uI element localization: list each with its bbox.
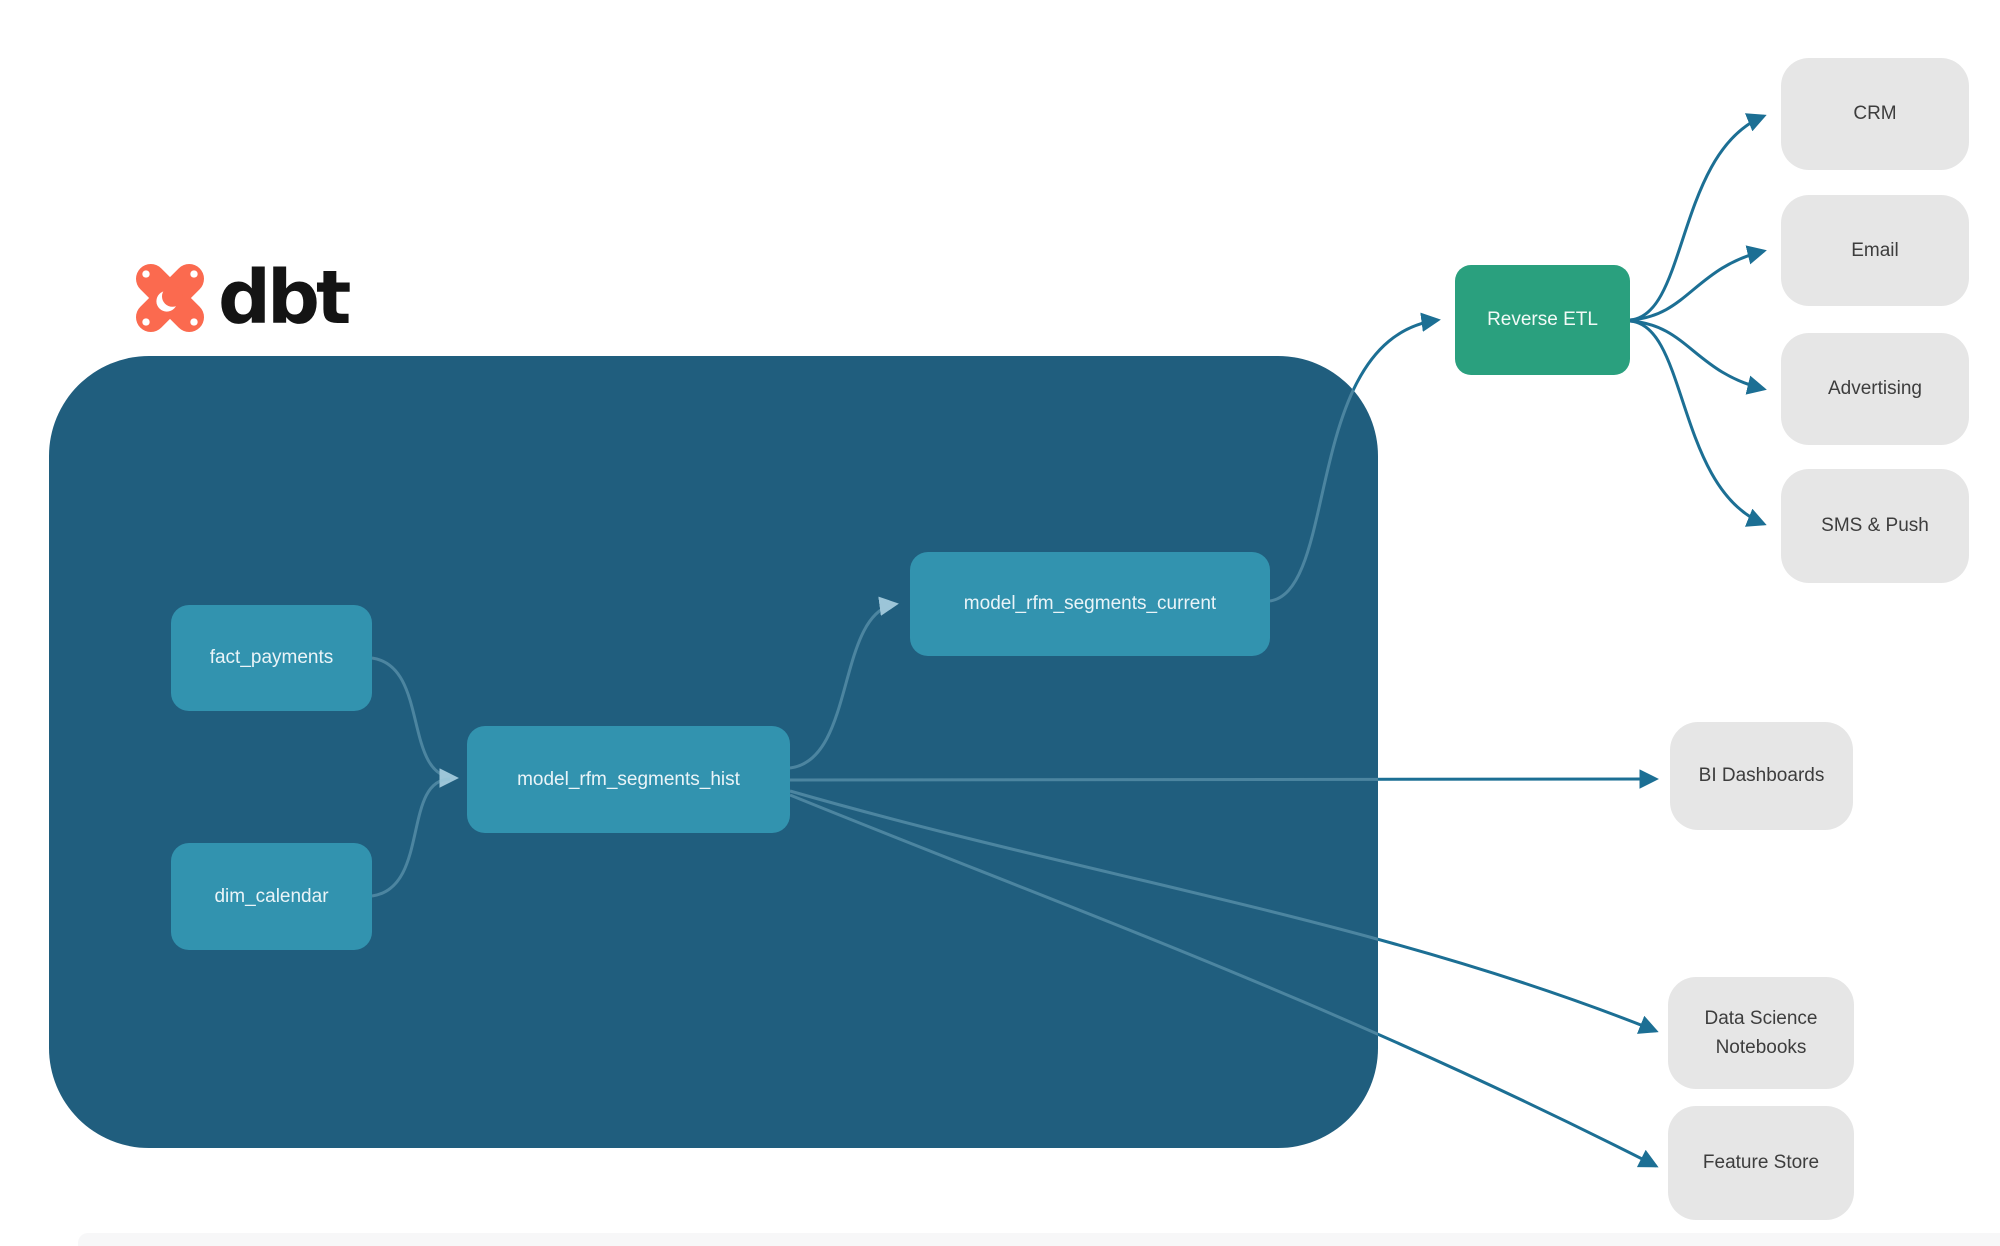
node-email[interactable]: Email — [1781, 195, 1969, 306]
dbt-pinwheel-icon — [136, 264, 204, 332]
node-sms-push[interactable]: SMS & Push — [1781, 469, 1969, 583]
node-label: Reverse ETL — [1487, 309, 1598, 330]
node-data-science-notebooks[interactable]: Data Science Notebooks — [1668, 977, 1854, 1089]
bottom-strip-decor — [78, 1233, 2000, 1246]
edge-retl-to-crm — [1629, 113, 1767, 322]
node-label: model_rfm_segments_hist — [517, 768, 740, 790]
node-label: fact_payments — [209, 647, 334, 668]
dbt-logo: dbt — [128, 255, 351, 341]
node-label: SMS & Push — [1821, 515, 1929, 537]
edge-retl-to-advertising — [1629, 319, 1767, 395]
node-feature-store[interactable]: Feature Store — [1668, 1106, 1854, 1220]
dbt-wordmark: dbt — [218, 255, 351, 341]
node-dim-calendar[interactable]: dim_calendar — [171, 843, 372, 950]
node-advertising[interactable]: Advertising — [1781, 333, 1969, 445]
node-label: Advertising — [1828, 378, 1922, 400]
node-reverse-etl[interactable]: Reverse ETL — [1455, 265, 1630, 375]
node-model-rfm-segments-hist[interactable]: model_rfm_segments_hist — [467, 726, 790, 833]
node-label: Data Science Notebooks — [1704, 1007, 1818, 1058]
node-crm[interactable]: CRM — [1781, 58, 1969, 170]
node-label: BI Dashboards — [1698, 765, 1825, 787]
node-label: Feature Store — [1702, 1152, 1820, 1174]
node-label: Email — [1851, 239, 1899, 261]
edge-retl-to-email — [1629, 245, 1767, 322]
node-bi-dashboards[interactable]: BI Dashboards — [1670, 722, 1853, 830]
node-fact-payments[interactable]: fact_payments — [171, 605, 372, 711]
node-model-rfm-segments-current[interactable]: model_rfm_segments_current — [910, 552, 1270, 656]
node-label: dim_calendar — [214, 885, 329, 907]
node-label: model_rfm_segments_current — [963, 593, 1217, 614]
edge-retl-to-sms — [1629, 319, 1767, 527]
node-label: CRM — [1853, 103, 1897, 125]
